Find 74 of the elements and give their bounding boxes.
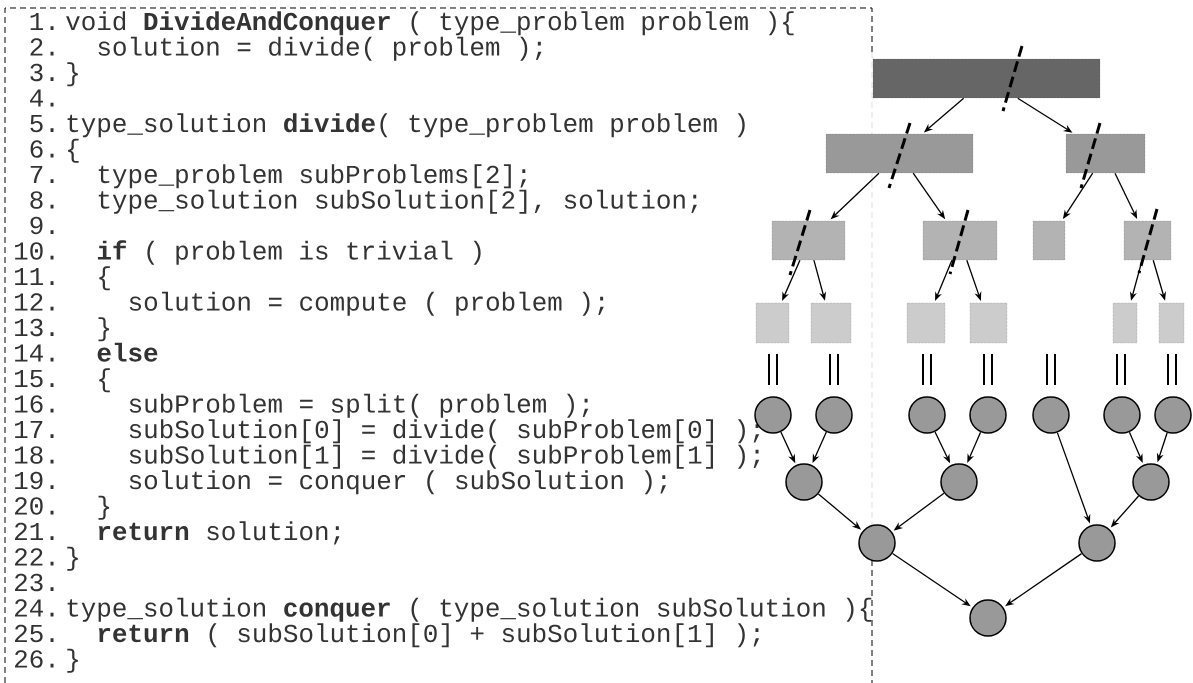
line-number: 9. [30,216,54,235]
line-number: 10. [15,242,54,260]
solution-circle [785,463,823,501]
problem-box [1123,220,1172,261]
line-number: 19. [15,471,54,490]
solution-circle [908,396,946,434]
problem-box [825,133,974,174]
code-line: return ( subSolution[0] + subSolution[1] ); [98,623,760,648]
line-number: 24. [15,599,54,617]
line-number: 23. [15,573,54,592]
code-line: } [98,495,110,520]
solution-circle [858,524,896,562]
code-line: type_solution divide( type_problem problem ) [67,113,745,138]
line-number: 25. [15,624,54,643]
code-line: { [99,266,110,291]
problem-box [1065,133,1146,174]
code-line: } [67,648,78,673]
problem-box [810,302,852,344]
code-line: solution = compute ( problem ); [129,291,604,316]
code-line: type_solution subSolution[2], solution; [98,189,697,214]
problem-box [1032,220,1066,261]
problem-box [922,220,998,261]
line-number: 21. [15,522,54,540]
solution-circle [815,396,853,434]
problem-box [969,302,1008,344]
line-number: 8. [30,191,54,209]
solution-circle [1078,524,1116,562]
solution-circle [940,463,978,501]
code-line: subSolution[0] = divide( subProblem[0] ); [129,419,760,444]
line-number: 11. [15,267,54,285]
line-number: 18. [15,446,54,464]
code-line: { [99,368,110,393]
problem-box [872,58,1101,99]
solution-circle [1032,396,1070,434]
line-number: 4. [30,89,54,107]
line-number: 7. [30,165,54,183]
code-line: } [98,317,110,342]
line-number: 26. [15,650,54,668]
code-line: if ( problem is trivial ) [97,240,481,265]
problem-box [755,302,790,344]
line-number: 15. [15,369,54,388]
solution-circle [1132,463,1170,501]
code-line: else [97,342,158,362]
line-number: 6. [30,140,54,158]
code-line: subProblem = split( problem ); [129,393,589,418]
code-line: { [68,138,79,163]
solution-circle [1154,396,1192,434]
code-line: } [67,546,78,571]
solution-circle [1103,396,1141,434]
line-number: 16. [15,395,54,413]
line-number: 2. [30,38,54,56]
line-number: 3. [30,63,54,82]
line-number: 22. [15,548,54,566]
code-line: subSolution[1] = divide( subProblem[1] ); [129,444,760,469]
code-line: type_problem subProblems[2]; [98,164,526,189]
line-number: 12. [15,293,54,311]
problem-box [1112,302,1138,344]
code-line: type_solution conquer ( type_solution subSolution ){ [67,597,872,622]
problem-box [771,220,846,261]
line-number: 1. [30,12,54,30]
line-number: 13. [15,318,54,337]
problem-box [906,302,946,344]
code-line: solution = divide( problem ); [98,36,542,61]
line-number: 20. [15,497,54,515]
code-line: } [67,62,78,87]
problem-box [1158,302,1185,344]
line-number: 5. [30,114,54,133]
code-line: solution = conquer ( subSolution ); [129,470,666,495]
line-number: 14. [15,344,54,362]
solution-circle [969,396,1007,434]
code-line: return solution; [98,521,340,545]
line-number: 17. [15,420,54,438]
code-line: void DivideAndConquer ( type_problem problem ){ [66,11,794,36]
solution-circle [969,599,1007,637]
